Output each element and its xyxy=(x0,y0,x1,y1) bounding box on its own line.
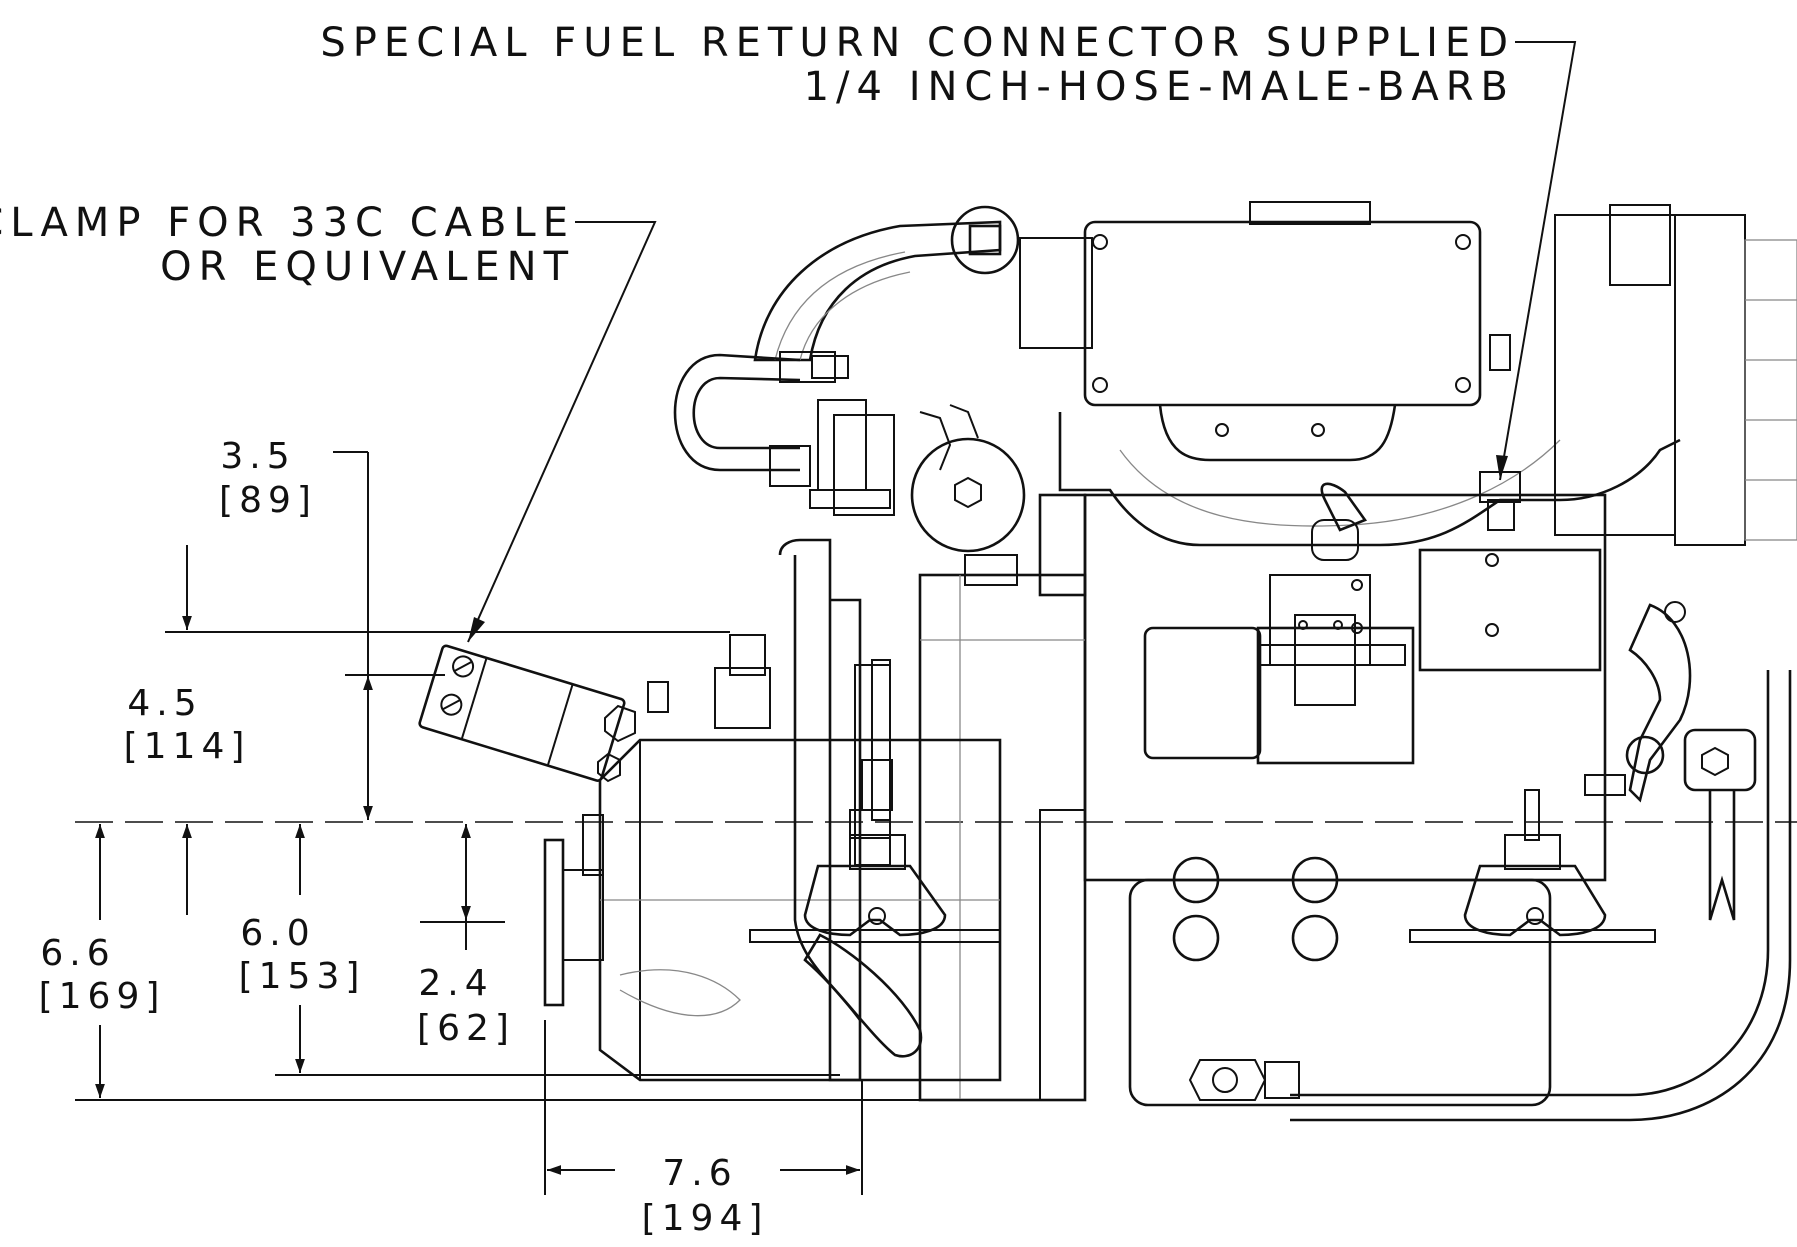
dim-6-0-mm: [153] xyxy=(239,956,366,997)
bellhousing xyxy=(918,573,1087,1102)
dim-3-5-mm: [89] xyxy=(219,480,317,521)
dim-2-4-mm: [62] xyxy=(417,1008,515,1049)
clamp-callout: CLAMP FOR 33C CABLE OR EQUIVALENT xyxy=(0,200,657,643)
clamp-note-line1: CLAMP FOR 33C CABLE xyxy=(0,200,575,246)
output-coupling xyxy=(543,838,565,1007)
exhaust-elbow xyxy=(753,220,1002,362)
fuel-return-note-line1: SPECIAL FUEL RETURN CONNECTOR SUPPLIED xyxy=(320,20,1515,66)
fuel-return-note-line2: 1/4 INCH-HOSE-MALE-BARB xyxy=(804,64,1515,110)
oil-pan xyxy=(1128,878,1552,1107)
raw-water-pump xyxy=(910,437,1026,553)
dim-4-5-mm: [114] xyxy=(124,726,251,767)
dim-2-4-inch: 2.4 xyxy=(418,963,493,1004)
dim-6-6-inch: 6.6 xyxy=(40,933,115,974)
dim-7-6-mm: [194] xyxy=(642,1198,769,1239)
engine-mount-front xyxy=(803,864,947,937)
engine-mount-rear xyxy=(1463,864,1607,937)
hose-loop xyxy=(673,353,801,472)
elbow-cap xyxy=(950,205,1020,275)
dim-3-5-inch: 3.5 xyxy=(220,436,295,477)
fuel-return-callout: SPECIAL FUEL RETURN CONNECTOR SUPPLIED 1… xyxy=(320,20,1577,481)
engine-outline xyxy=(75,201,1797,1122)
dim-7-6-inch: 7.6 xyxy=(662,1153,737,1194)
starter-motor xyxy=(1143,626,1262,760)
cable-clamp xyxy=(418,644,626,782)
dim-6-0-inch: 6.0 xyxy=(240,913,315,954)
dim-6-6-mm: [169] xyxy=(39,976,166,1017)
heat-exchanger-housing xyxy=(1083,220,1482,407)
dimension-lines: 3.5 [89] 4.5 [114] 6.6 [169] 6.0 [153] 2… xyxy=(39,436,1035,1239)
clamp-note-line2: OR EQUIVALENT xyxy=(160,244,575,290)
dim-4-5-inch: 4.5 xyxy=(127,683,202,724)
